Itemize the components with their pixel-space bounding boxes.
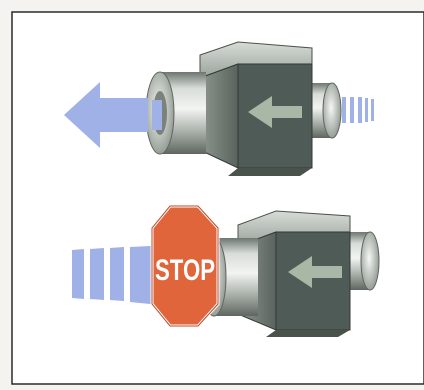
stop-sign: STOP — [152, 206, 218, 326]
stop-sign-text: STOP — [155, 254, 215, 287]
